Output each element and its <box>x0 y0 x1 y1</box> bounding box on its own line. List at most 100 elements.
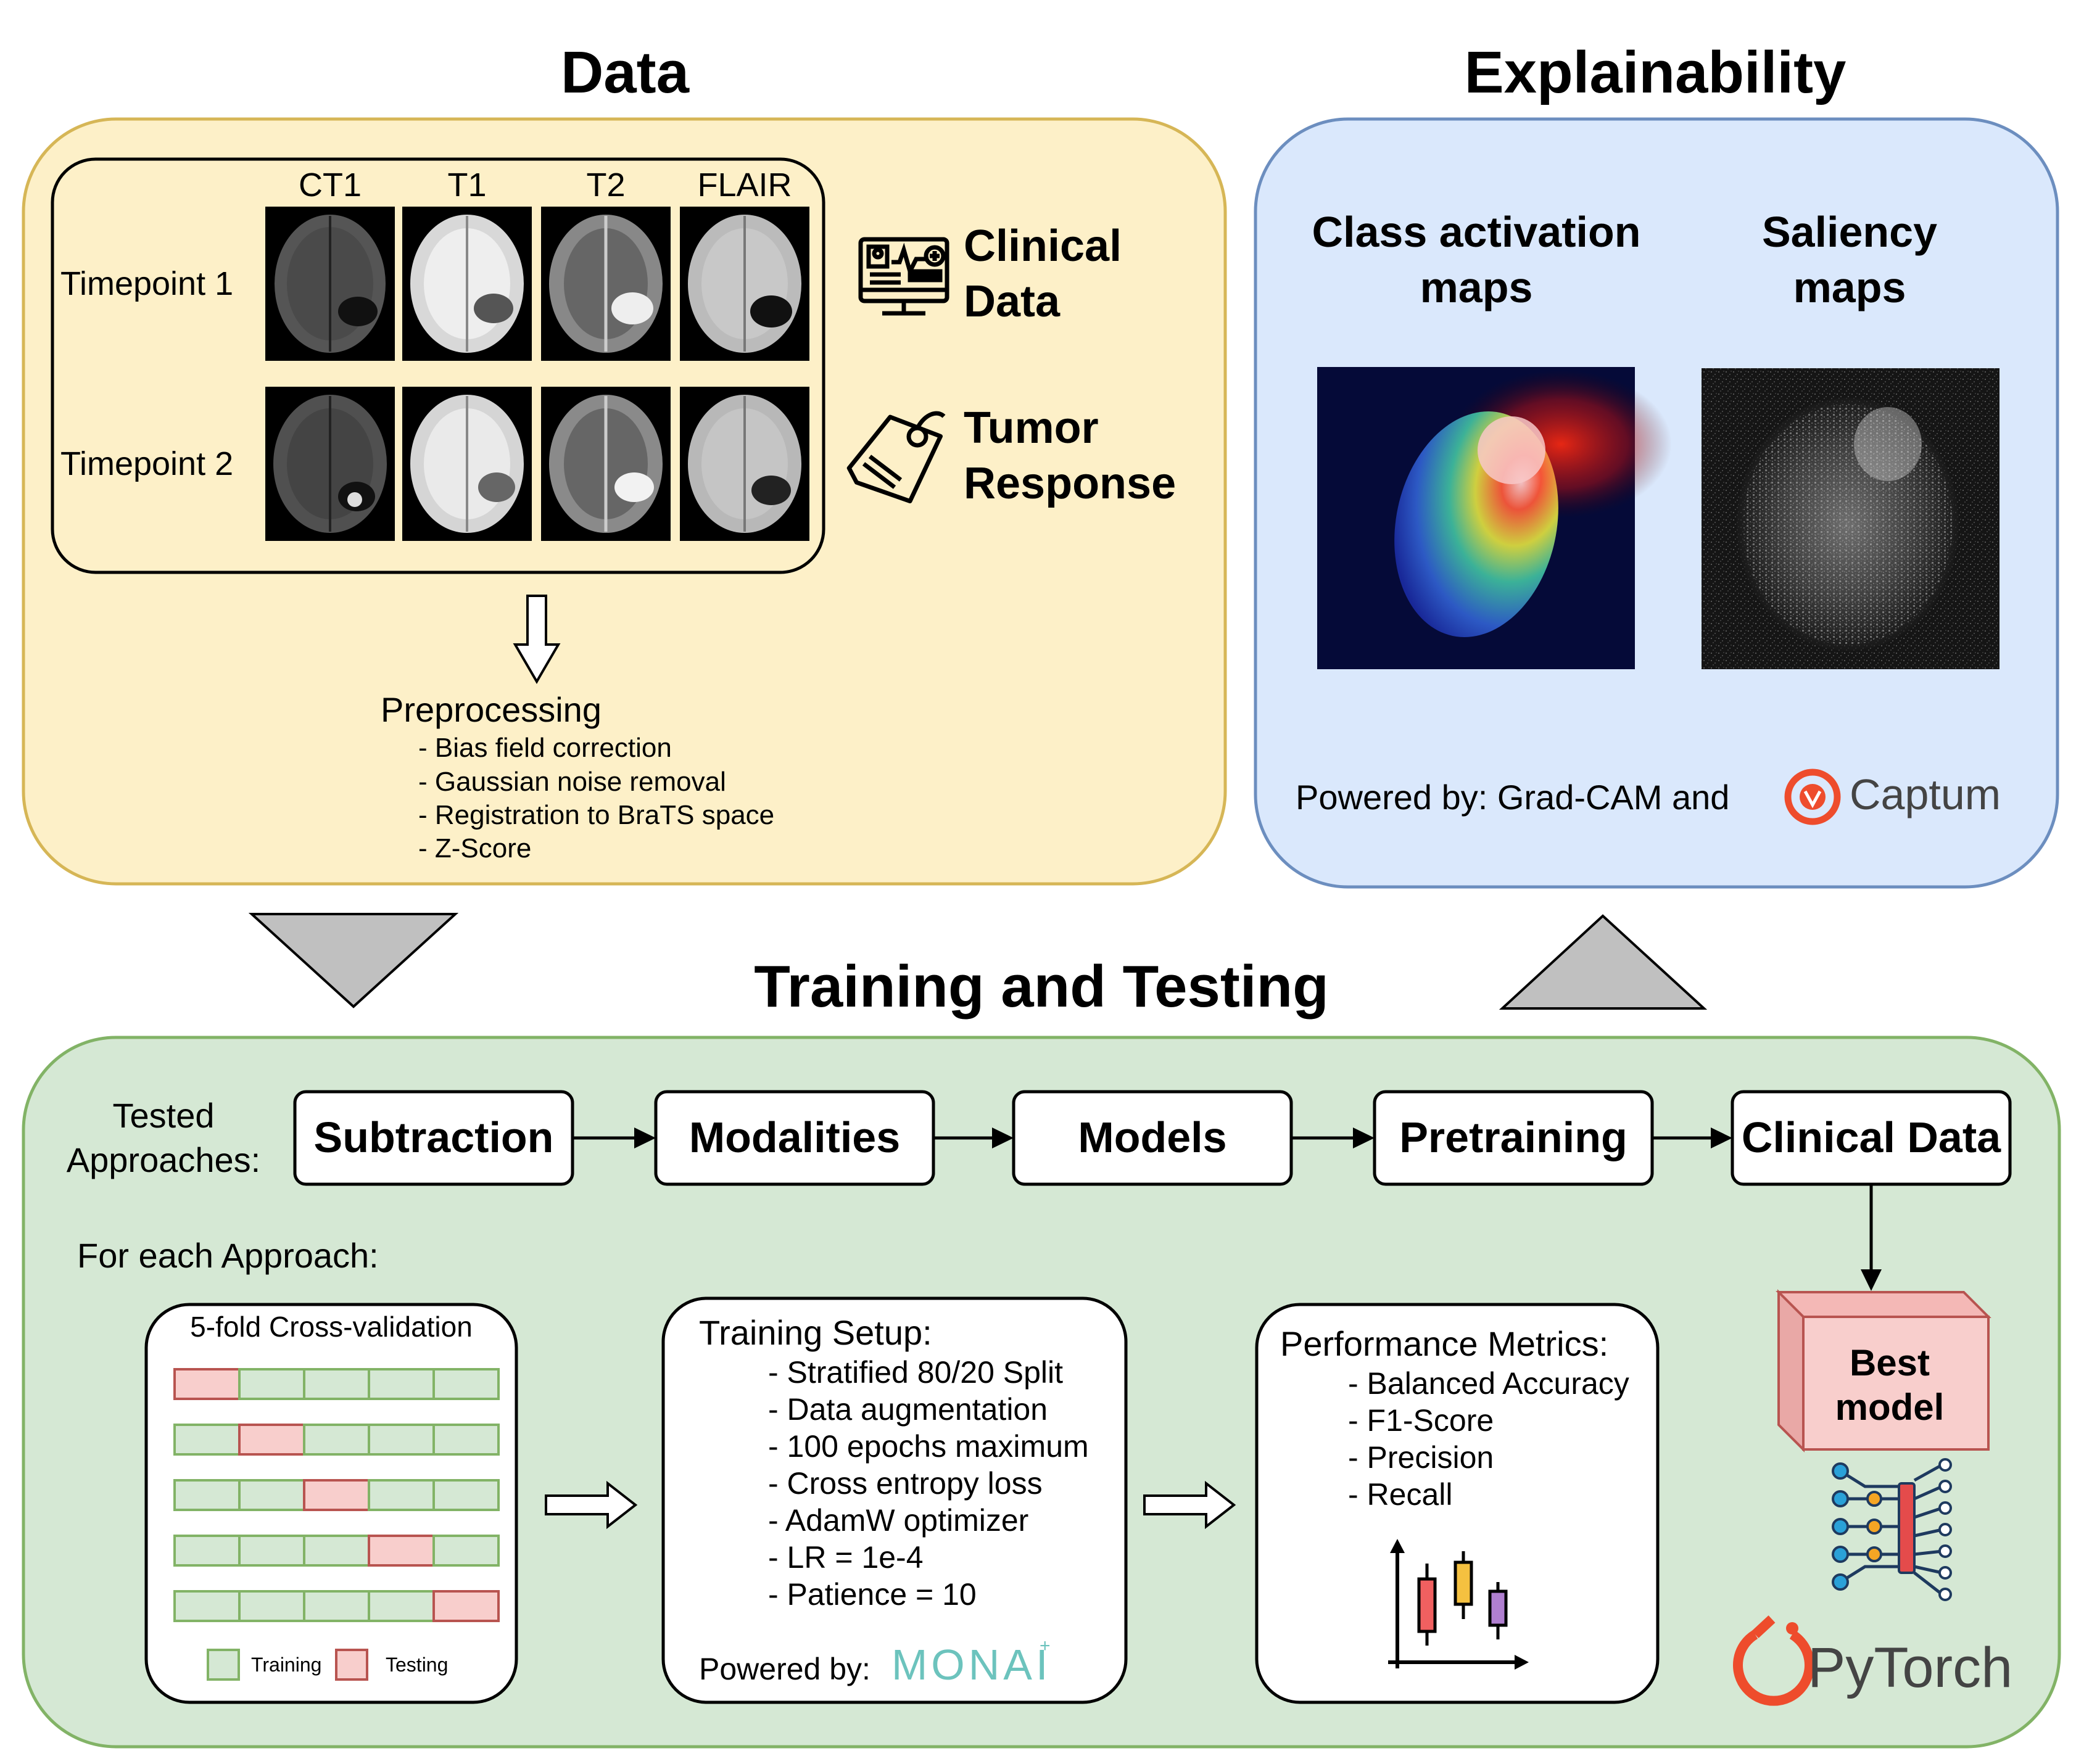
tested-approaches-line2: Approaches: <box>67 1140 260 1179</box>
approach-clinical-data: Clinical Data <box>1731 1090 2012 1186</box>
explainability-title: Explainability <box>1465 39 1846 105</box>
preprocessing-arrow <box>513 595 561 684</box>
cv-testing-fold <box>303 1479 370 1511</box>
mri-t1-flair <box>680 207 809 361</box>
clinical-data-label-line1: Clinical <box>964 221 1122 271</box>
preprocessing-step: - Bias field correction <box>418 733 672 763</box>
cam-label-line1: Class activation <box>1312 208 1641 256</box>
monai-powered-by: Powered by: <box>699 1652 871 1686</box>
legend-training-swatch <box>207 1649 240 1681</box>
cv-training-fold <box>173 1535 241 1567</box>
preprocessing-step: - Gaussian noise removal <box>418 767 726 797</box>
training-setup-title: Training Setup: <box>699 1313 932 1352</box>
pytorch-logo-icon <box>1733 1615 1814 1706</box>
cv-training-fold <box>368 1424 435 1456</box>
up-triangle <box>1499 914 1708 1010</box>
approach-pretraining: Pretraining <box>1373 1090 1654 1186</box>
candlestick-chart-icon <box>1388 1539 1529 1670</box>
svg-text:Clinical Data: Clinical Data <box>1742 1113 2001 1161</box>
cross-validation-title: 5-fold Cross-validation <box>190 1311 473 1343</box>
mri-t2-t2 <box>541 387 671 541</box>
legend-testing-swatch <box>335 1649 368 1681</box>
approach-subtraction: Subtraction <box>293 1090 574 1186</box>
cv-testing-fold <box>368 1535 435 1567</box>
neural-network-icon <box>1832 1458 1952 1601</box>
clinical-monitor-icon <box>858 237 949 316</box>
approach-models: Models <box>1012 1090 1293 1186</box>
cv-training-fold <box>238 1535 305 1567</box>
performance-metric-item: - Recall <box>1348 1477 1452 1512</box>
explainability-powered-by: Powered by: Grad-CAM and <box>1296 778 1729 817</box>
training-setup-item: - Stratified 80/20 Split <box>768 1355 1063 1390</box>
hollow-arrow-2 <box>1143 1480 1236 1530</box>
monai-plus-icon: + <box>1040 1636 1051 1656</box>
mri-t2-ct1 <box>265 387 395 541</box>
cv-training-fold <box>368 1590 435 1622</box>
cv-training-fold <box>173 1424 241 1456</box>
modality-label-t1: T1 <box>447 167 486 204</box>
cv-training-fold <box>238 1368 305 1400</box>
cv-training-fold <box>368 1479 435 1511</box>
captum-logo-icon <box>1784 769 1841 825</box>
cv-testing-fold <box>173 1368 241 1400</box>
down-triangle <box>248 913 459 1008</box>
tumor-response-label-line2: Response <box>964 459 1176 508</box>
performance-metric-item: - Precision <box>1348 1440 1494 1475</box>
modality-label-flair: FLAIR <box>697 167 792 204</box>
performance-metrics-title: Performance Metrics: <box>1280 1324 1608 1363</box>
best-model-label-line2: model <box>1835 1387 1945 1428</box>
mri-t1-t2 <box>541 207 671 361</box>
approach-arrows <box>573 1127 1882 1291</box>
modality-label-t2: T2 <box>586 167 625 204</box>
cv-training-fold <box>432 1479 500 1511</box>
approach-modalities: Modalities <box>654 1090 935 1186</box>
legend-training-label: Training <box>251 1654 321 1676</box>
training-setup-item: - Patience = 10 <box>768 1577 977 1612</box>
cv-training-fold <box>432 1368 500 1400</box>
preprocessing-title: Preprocessing <box>381 690 602 729</box>
best-model-label-line1: Best <box>1850 1342 1930 1383</box>
legend-testing-label: Testing <box>386 1654 448 1676</box>
svg-text:Models: Models <box>1078 1113 1226 1161</box>
training-setup-box <box>661 1296 1128 1704</box>
cv-training-fold <box>303 1535 370 1567</box>
hollow-arrow-1 <box>545 1480 638 1530</box>
clinical-data-label-line2: Data <box>964 277 1061 326</box>
cross-validation-folds <box>173 1368 500 1622</box>
data-title: Data <box>561 39 690 105</box>
training-setup-item: - Cross entropy loss <box>768 1466 1043 1501</box>
modality-label-ct1: CT1 <box>299 167 362 204</box>
tag-icon <box>846 411 946 504</box>
svg-text:Pretraining: Pretraining <box>1399 1113 1627 1161</box>
for-each-approach-label: For each Approach: <box>77 1236 379 1275</box>
mri-t1-t1 <box>402 207 532 361</box>
cv-training-fold <box>432 1535 500 1567</box>
cam-label-line2: maps <box>1420 263 1533 311</box>
cv-training-fold <box>173 1590 241 1622</box>
training-setup-item: - 100 epochs maximum <box>768 1429 1089 1464</box>
performance-metrics-box <box>1255 1303 1660 1704</box>
cv-testing-fold <box>238 1424 305 1456</box>
cv-training-fold <box>432 1424 500 1456</box>
mri-t1-ct1 <box>265 207 395 361</box>
saliency-map-image <box>1702 368 1999 669</box>
saliency-label-line1: Saliency <box>1762 208 1937 256</box>
cv-training-fold <box>238 1590 305 1622</box>
cv-training-fold <box>303 1368 370 1400</box>
training-setup-item: - Data augmentation <box>768 1392 1048 1427</box>
training-setup-item: - LR = 1e-4 <box>768 1540 924 1575</box>
timepoint-2-label: Timepoint 2 <box>60 445 233 482</box>
preprocessing-step: - Registration to BraTS space <box>418 800 774 830</box>
cv-training-fold <box>368 1368 435 1400</box>
performance-metric-item: - Balanced Accuracy <box>1348 1366 1629 1401</box>
pytorch-logo-text: PyTorch <box>1808 1636 2012 1699</box>
monai-logo-text: MONAI <box>891 1641 1051 1689</box>
tumor-response-label-line1: Tumor <box>964 403 1099 453</box>
training-setup-item: - AdamW optimizer <box>768 1503 1028 1538</box>
explainability-panel <box>1254 117 2059 889</box>
performance-metric-item: - F1-Score <box>1348 1403 1494 1438</box>
mri-t2-flair <box>680 387 809 541</box>
class-activation-map-image <box>1317 367 1672 669</box>
svg-text:Subtraction: Subtraction <box>314 1113 554 1161</box>
